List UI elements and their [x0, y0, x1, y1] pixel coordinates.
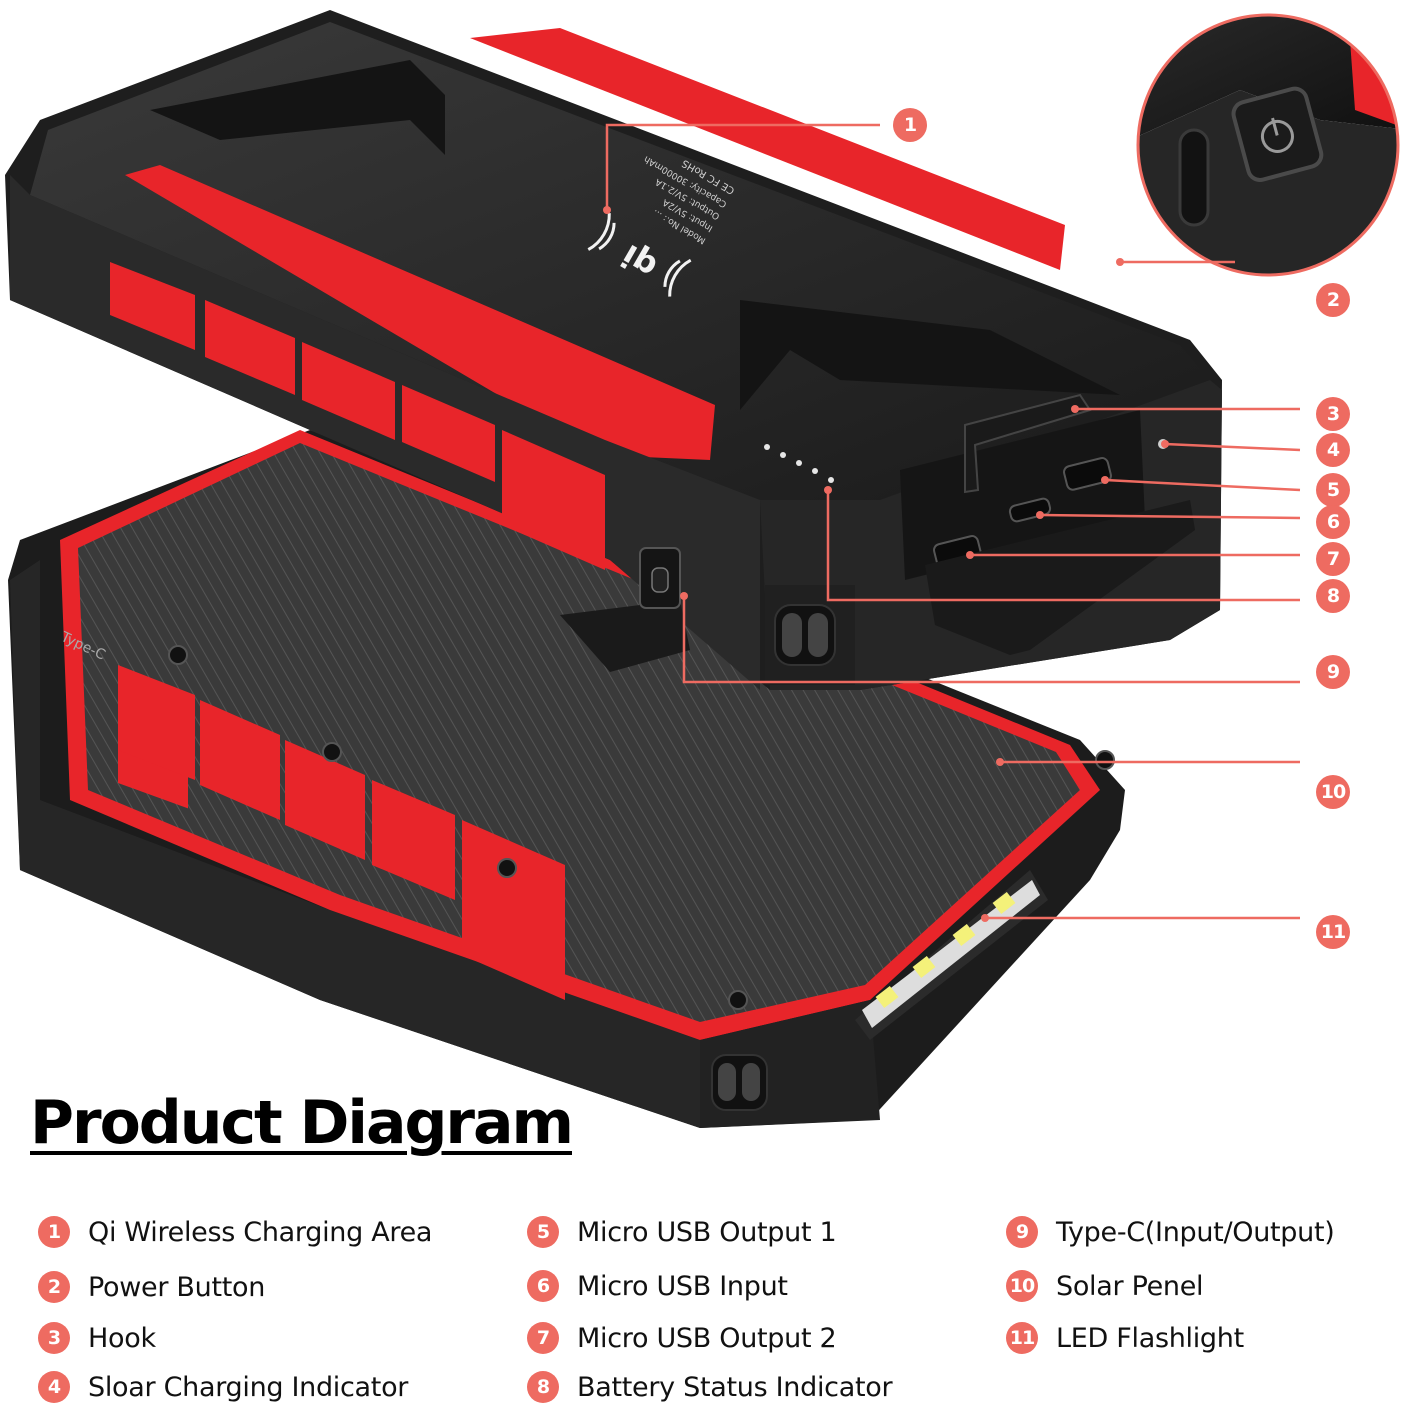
legend-item: 7 Micro USB Output 2	[527, 1318, 837, 1358]
legend-number: 7	[527, 1322, 559, 1354]
power-button-zoom	[1116, 13, 1400, 277]
legend-item: 11 LED Flashlight	[1006, 1318, 1244, 1358]
legend-number: 10	[1006, 1270, 1038, 1302]
leader-lines	[605, 123, 1301, 920]
callout-3: 3	[1316, 397, 1350, 431]
legend-label: Power Button	[88, 1271, 266, 1303]
callout-7: 7	[1316, 542, 1350, 576]
callout-9: 9	[1316, 655, 1350, 689]
legend-item: 3 Hook	[38, 1318, 156, 1358]
callout-8: 8	[1316, 579, 1350, 613]
legend-number: 4	[38, 1371, 70, 1403]
legend-item: 6 Micro USB Input	[527, 1266, 788, 1306]
legend-label: Sloar Charging Indicator	[88, 1371, 409, 1403]
legend-label: Qi Wireless Charging Area	[88, 1216, 433, 1248]
legend-number: 11	[1006, 1322, 1038, 1354]
legend-number: 8	[527, 1371, 559, 1403]
qi-unit: qi Model No.: ... Input: 5V/2A Output: 5…	[5, 10, 1222, 690]
legend-label: Type-C(Input/Output)	[1056, 1216, 1335, 1248]
legend-label: Micro USB Output 1	[577, 1216, 837, 1248]
legend-label: Battery Status Indicator	[577, 1371, 893, 1403]
legend-label: Solar Penel	[1056, 1270, 1204, 1302]
legend-label: Hook	[88, 1322, 156, 1354]
page-title: Product Diagram	[30, 1088, 574, 1158]
legend-number: 9	[1006, 1216, 1038, 1248]
legend-item: 5 Micro USB Output 1	[527, 1212, 837, 1252]
legend-number: 1	[38, 1216, 70, 1248]
legend-number: 6	[527, 1270, 559, 1302]
legend-label: Micro USB Output 2	[577, 1322, 837, 1354]
legend-item: 2 Power Button	[38, 1267, 265, 1307]
callout-4: 4	[1316, 433, 1350, 467]
legend-item: 8 Battery Status Indicator	[527, 1367, 893, 1407]
legend-label: Micro USB Input	[577, 1270, 788, 1302]
callout-2: 2	[1316, 283, 1350, 317]
callout-1: 1	[893, 108, 927, 142]
callout-5: 5	[1316, 473, 1350, 507]
legend-number: 5	[527, 1216, 559, 1248]
solar-panel	[78, 443, 1080, 1022]
callout-6: 6	[1316, 505, 1350, 539]
solar-unit: Type-C	[8, 430, 1125, 1128]
callout-11: 11	[1316, 915, 1350, 949]
legend-number: 2	[38, 1271, 70, 1303]
legend-label: LED Flashlight	[1056, 1322, 1244, 1354]
legend-item: 1 Qi Wireless Charging Area	[38, 1212, 432, 1252]
legend-item: 9 Type-C(Input/Output)	[1006, 1212, 1335, 1252]
legend-item: 4 Sloar Charging Indicator	[38, 1367, 408, 1407]
legend-number: 3	[38, 1322, 70, 1354]
callout-10: 10	[1316, 775, 1350, 809]
legend-item: 10 Solar Penel	[1006, 1266, 1204, 1306]
